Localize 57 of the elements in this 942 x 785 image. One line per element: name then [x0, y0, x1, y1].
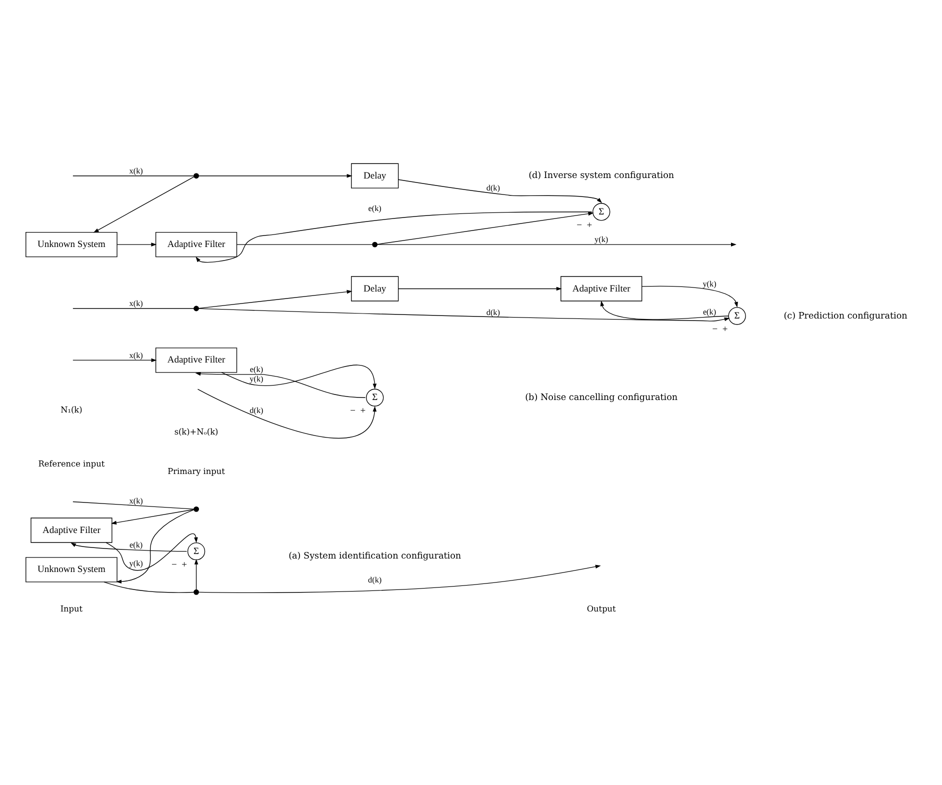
label: Reference input [38, 458, 105, 468]
arrow [197, 388, 377, 438]
node-dot [372, 242, 378, 248]
label: (d) Inverse system configuration [528, 171, 674, 182]
node-label: − + [576, 221, 592, 232]
node-box: Delay [351, 276, 399, 302]
node-circle: Σ [728, 307, 746, 325]
node-box: Unknown System [26, 232, 118, 258]
node-circle: Σ [592, 203, 610, 221]
arrow [70, 542, 188, 552]
node-box: Adaptive Filter [155, 348, 238, 373]
node-box: Unknown System [26, 557, 118, 582]
label: s(k)+Nₒ(k) [174, 426, 218, 436]
arrow [116, 509, 194, 584]
arrow [398, 286, 562, 291]
arrow [72, 358, 157, 362]
connector [236, 244, 373, 245]
node-box: Adaptive Filter [155, 232, 238, 258]
label: Output [586, 603, 616, 614]
node-box: Adaptive Filter [560, 276, 642, 302]
arrow [642, 286, 738, 308]
node-label: − + [350, 406, 366, 417]
label: N₁(k) [60, 404, 82, 415]
arrow [116, 242, 157, 246]
label: (c) Prediction configuration [784, 311, 908, 322]
arrow [93, 176, 194, 233]
node-dot [194, 306, 199, 312]
arrow [111, 509, 194, 525]
node-circle: Σ [366, 388, 384, 406]
node-box: Delay [351, 163, 399, 188]
node-label: − + [712, 325, 728, 336]
arrow [600, 300, 729, 320]
arrow [198, 174, 352, 178]
arrow [377, 212, 594, 245]
node-dot [194, 506, 199, 512]
arrow [195, 372, 366, 398]
node-box: Adaptive Filter [30, 518, 112, 543]
node-circle: Σ [187, 542, 206, 560]
arrow [198, 564, 601, 593]
label: (a) System identification configuration [288, 551, 462, 562]
arrow [194, 558, 198, 590]
node-dot [194, 589, 199, 595]
arrow [398, 179, 602, 204]
arrow [196, 212, 592, 263]
arrow [198, 308, 730, 322]
arrow [221, 364, 377, 390]
label: Input [60, 603, 83, 614]
label: (b) Noise cancelling configuration [525, 392, 678, 403]
label: Primary input [168, 466, 225, 476]
arrow [198, 290, 352, 309]
node-dot [194, 173, 199, 179]
connector [72, 501, 194, 510]
node-label: − + [172, 560, 188, 570]
arrow [106, 533, 198, 571]
connector [72, 308, 194, 309]
connector [104, 582, 194, 593]
arrow [377, 242, 736, 246]
